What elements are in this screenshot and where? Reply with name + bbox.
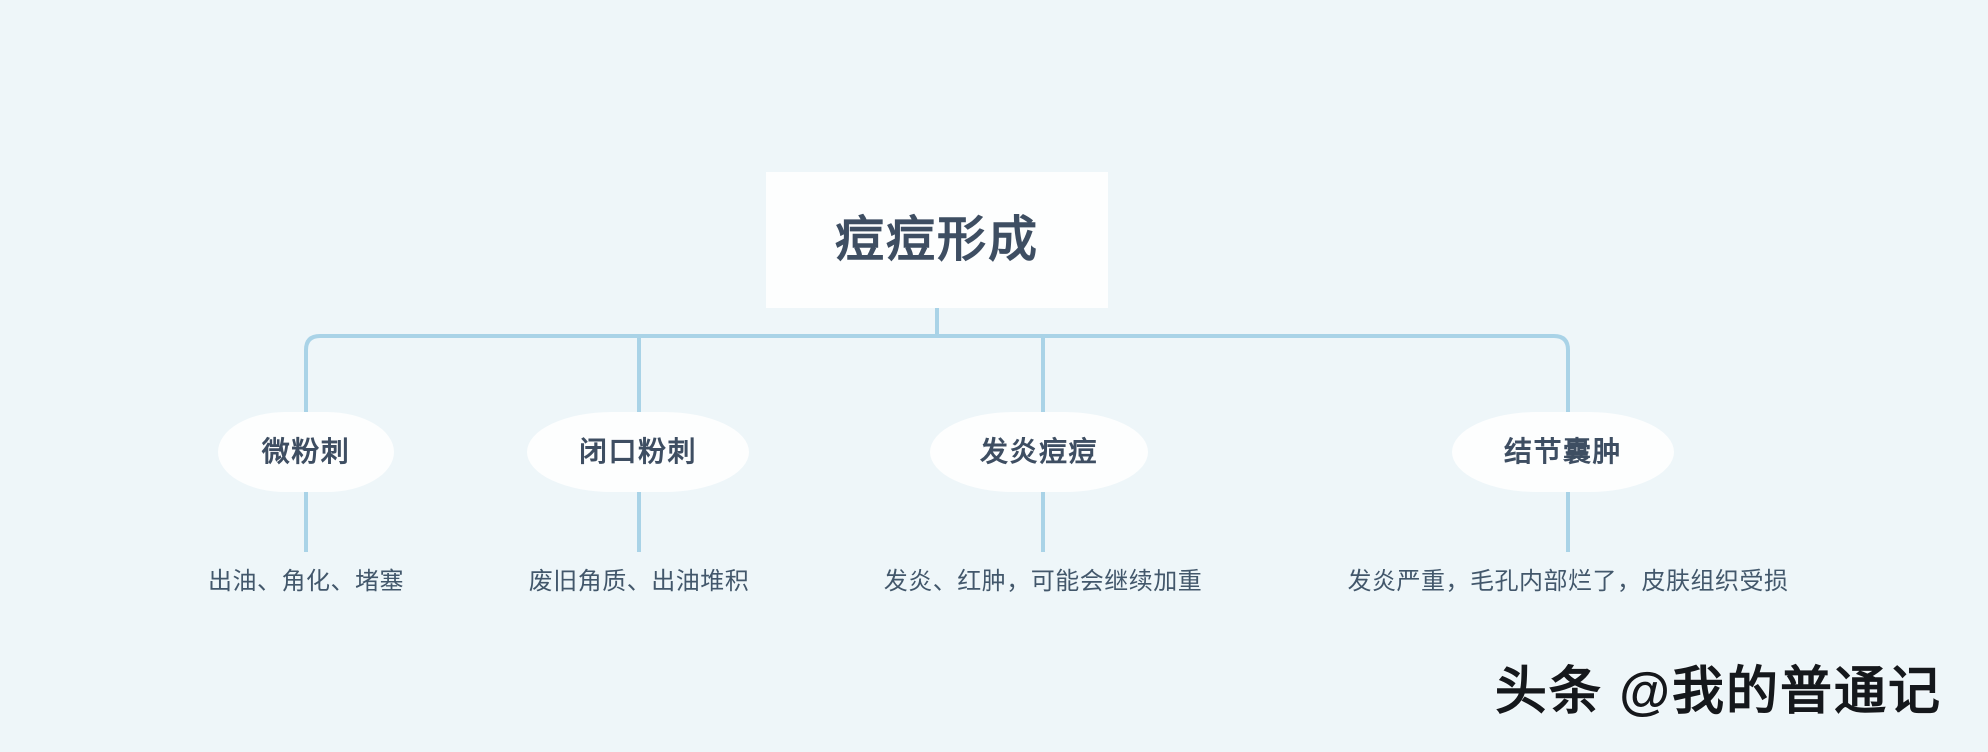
root-node-label: 痘痘形成	[834, 212, 1039, 267]
branch-node-1[interactable]: 闭口粉刺	[527, 412, 749, 492]
branch-node-label: 微粉刺	[261, 436, 351, 467]
branch-node-label: 发炎痘痘	[979, 436, 1098, 467]
branch-node-label: 结节囊肿	[1503, 436, 1622, 467]
root-node[interactable]: 痘痘形成	[766, 172, 1108, 308]
branch-caption-1: 废旧角质、出油堆积	[528, 568, 750, 595]
branch-node-3[interactable]: 结节囊肿	[1452, 412, 1674, 492]
branch-caption-0: 出油、角化、堵塞	[208, 568, 404, 595]
branch-caption-2: 发炎、红肿，可能会继续加重	[883, 568, 1203, 595]
branch-caption-3: 发炎严重，毛孔内部烂了，皮肤组织受损	[1347, 568, 1789, 595]
branch-node-2[interactable]: 发炎痘痘	[930, 412, 1148, 492]
branch-node-0[interactable]: 微粉刺	[218, 412, 394, 492]
watermark-text: 头条 @我的普通记	[1494, 663, 1942, 721]
branch-node-label: 闭口粉刺	[578, 436, 697, 467]
horizontal-bus	[304, 334, 1570, 412]
